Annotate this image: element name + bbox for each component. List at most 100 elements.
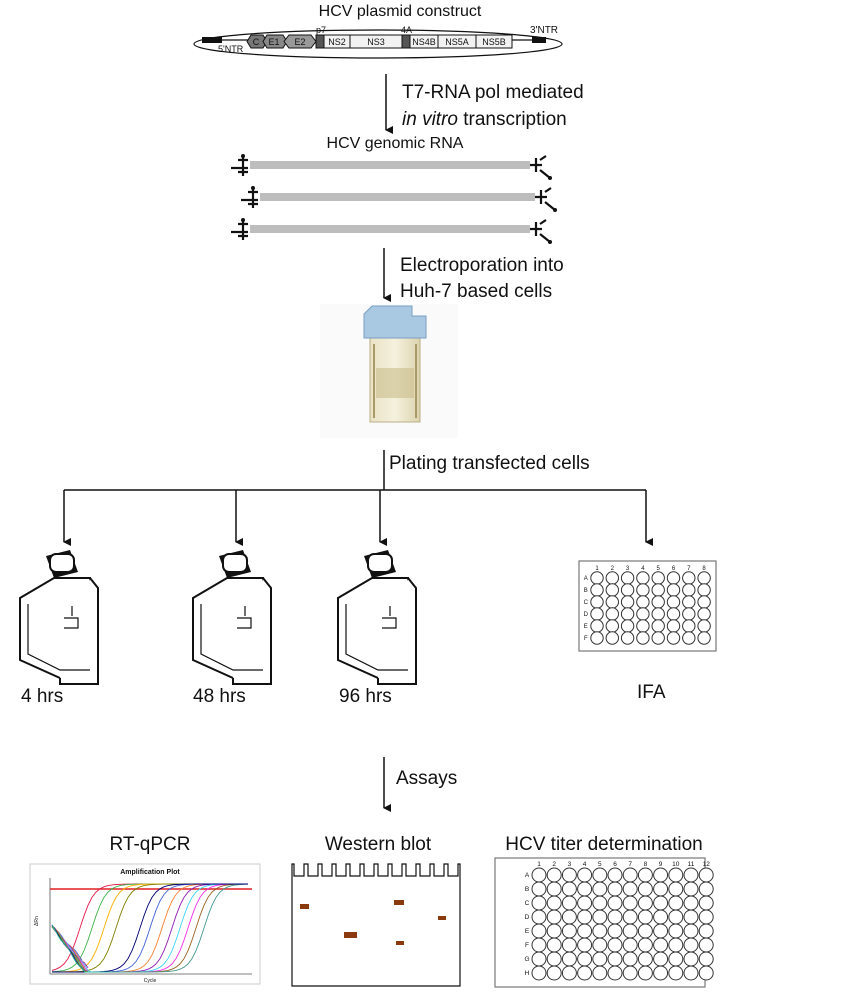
- ifa-plate-well: [605, 583, 619, 597]
- ifa-plate-well: [636, 571, 650, 585]
- ifa-plate-well: [666, 571, 681, 585]
- titer-plate-well: [637, 951, 653, 967]
- titer-plate-col-label: 8: [644, 861, 648, 868]
- segment-p7-shape: [315, 34, 325, 49]
- titer-plate-col-label: 10: [672, 861, 680, 868]
- titer-plate-well: [668, 937, 684, 953]
- titer-plate-col-label: 12: [703, 861, 711, 868]
- titer-plate-col-label: 2: [552, 861, 556, 868]
- rna-3-utr-structure: [530, 155, 551, 179]
- titer-plate-well: [531, 895, 547, 911]
- ifa-plate-well: [590, 631, 604, 645]
- rna-strand-2: [241, 186, 557, 212]
- titer-plate-well: [531, 909, 547, 925]
- western-band: [300, 904, 309, 909]
- ntr3-label: 3'NTR: [530, 25, 558, 36]
- ifa-plate-well: [651, 631, 665, 645]
- rna-strand-bar: [260, 193, 535, 201]
- titer-plate-well: [653, 881, 669, 897]
- p7-label: p7: [316, 25, 326, 35]
- flask-96hrs: [337, 550, 417, 685]
- segment-ns5a-label: NS5A: [445, 37, 469, 47]
- titer-plate-row-label: G: [524, 956, 529, 963]
- segment-ns4b-label: NS4B: [412, 37, 436, 47]
- ifa-plate-well: [682, 571, 696, 585]
- titer-plate-well: [668, 951, 684, 967]
- titer-plate-well: [546, 951, 562, 967]
- titer-plate-well: [592, 881, 608, 897]
- western-band: [396, 941, 404, 945]
- titer-plate-well: [622, 881, 638, 897]
- titer-plate-well: [698, 965, 714, 981]
- cuvette-liquid: [376, 368, 414, 398]
- titer-plate-well: [546, 937, 562, 953]
- titer-plate-col-label: 6: [613, 861, 617, 868]
- titer-plate-well: [607, 867, 623, 883]
- rna-strand-bar: [250, 161, 530, 169]
- titer-plate-well: [637, 937, 653, 953]
- ifa-plate-well: [682, 619, 696, 633]
- titer-plate-well: [546, 923, 562, 939]
- rna-5-ires-structure: [241, 188, 258, 208]
- ifa-plate-well: [605, 571, 619, 585]
- titer-plate-row-label: F: [525, 942, 529, 949]
- titer-plate-well: [561, 895, 577, 911]
- ifa-plate-well: [666, 619, 681, 633]
- rna-3-utr-structure: [535, 187, 556, 211]
- cuvette-cap: [363, 305, 427, 339]
- ifa-plate-col-label: 3: [626, 566, 630, 572]
- titer-plate-well: [607, 895, 623, 911]
- titer-plate-well: [683, 965, 699, 981]
- plasmid-ring: [193, 29, 563, 59]
- titer-plate-well: [683, 881, 699, 897]
- amplification-plot-xlabel: Cycle: [144, 978, 157, 984]
- amplification-plot: Amplification Plot Cycle ΔRn: [29, 863, 261, 985]
- t7-promoter-box: [202, 37, 222, 43]
- titer-plate-well: [622, 965, 638, 981]
- flask-48hrs: [192, 550, 272, 685]
- titer-plate-well: [668, 867, 684, 883]
- ifa-plate-col-label: 7: [687, 566, 691, 572]
- ntr5-label: 5'NTR: [218, 44, 244, 54]
- segment-e2-label: E2: [294, 37, 305, 47]
- titer-plate-well: [653, 965, 669, 981]
- ifa-plate-well: [697, 619, 711, 633]
- ifa-plate-well: [651, 607, 665, 621]
- rna-strands: [231, 154, 557, 244]
- ifa-plate-well: [697, 571, 711, 585]
- titer-plate-well: [607, 965, 623, 981]
- ifa-plate-well: [620, 595, 635, 609]
- titer-plate-well: [561, 923, 577, 939]
- segment-ns5b-label: NS5B: [482, 37, 506, 47]
- rna-strand-3: [231, 218, 552, 244]
- titer-plate-row-label: B: [525, 886, 529, 893]
- titer-plate-well: [637, 867, 653, 883]
- ifa-plate-well: [666, 583, 681, 597]
- titer-plate-well: [698, 951, 714, 967]
- ifa-plate-col-label: 6: [672, 566, 676, 572]
- ifa-plate-row-label: A: [584, 576, 588, 582]
- titer-plate-col-label: 3: [568, 861, 572, 868]
- titer-plate-well: [577, 937, 593, 953]
- titer-plate-well: [577, 951, 593, 967]
- ifa-plate-row-label: C: [584, 600, 589, 606]
- titer-plate-well: [668, 923, 684, 939]
- ifa-label: IFA: [637, 682, 666, 703]
- titer-plate-well: [622, 951, 638, 967]
- titer-plate-well: [561, 909, 577, 925]
- titer-plate-well: [668, 881, 684, 897]
- titer-plate-well: [561, 965, 577, 981]
- titer-title: HCV titer determination: [505, 834, 702, 855]
- titer-plate-well: [577, 881, 593, 897]
- titer-plate-well: [653, 937, 669, 953]
- transcription-label-line1: T7-RNA pol mediated: [402, 82, 584, 103]
- titer-plate-well: [546, 895, 562, 911]
- western-blot-membrane: [291, 863, 461, 987]
- titer-plate-well: [698, 909, 714, 925]
- titer-plate-well: [607, 923, 623, 939]
- titer-plate-col-label: 7: [628, 861, 632, 868]
- titer-plate-row-label: E: [525, 928, 530, 935]
- ifa-plate-well: [620, 631, 635, 645]
- titer-plate-well: [592, 867, 608, 883]
